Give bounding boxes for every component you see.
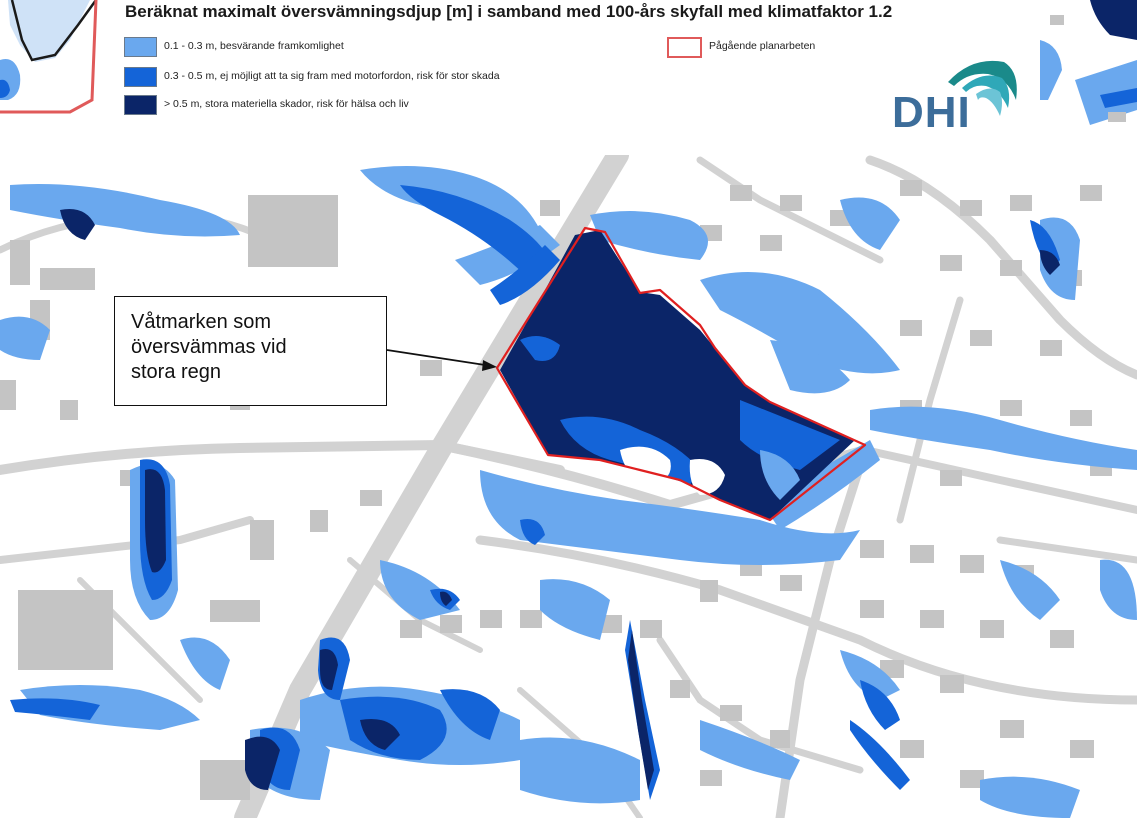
legend-swatch-shallow	[124, 37, 157, 57]
legend-label-planning: Pågående planarbeten	[709, 40, 816, 52]
inset-map-top-left	[0, 0, 98, 118]
legend-swatch-deep	[124, 95, 157, 115]
legend-label-shallow: 0.1 - 0.3 m, besvärande framkomlighet	[164, 40, 344, 52]
dhi-logo: DHI	[892, 52, 1022, 137]
legend-label-medium: 0.3 - 0.5 m, ej möjligt att ta sig fram …	[164, 70, 500, 82]
callout-line-3: stora regn	[131, 361, 222, 383]
legend-label-deep: > 0.5 m, stora materiella skador, risk f…	[164, 98, 409, 110]
callout-arrow	[386, 349, 497, 371]
planning-boundary	[495, 226, 867, 522]
legend-swatch-medium	[124, 67, 157, 87]
dhi-wave-icon	[948, 60, 1017, 116]
buildings	[0, 180, 1112, 800]
flood-deep	[60, 209, 1060, 790]
wetland-flood-area	[500, 230, 855, 520]
legend-title: Beräknat maximalt översvämningsdjup [m] …	[125, 2, 893, 21]
callout-line-1: Våtmarken som	[131, 311, 272, 333]
callout-line-2: översvämmas vid	[131, 336, 287, 358]
wetland-callout: Våtmarken som översvämmas vid stora regn	[114, 296, 387, 406]
legend-swatch-planning	[667, 37, 702, 58]
inset-map-top-right	[1040, 0, 1137, 130]
dhi-logo-text: DHI	[892, 88, 971, 137]
